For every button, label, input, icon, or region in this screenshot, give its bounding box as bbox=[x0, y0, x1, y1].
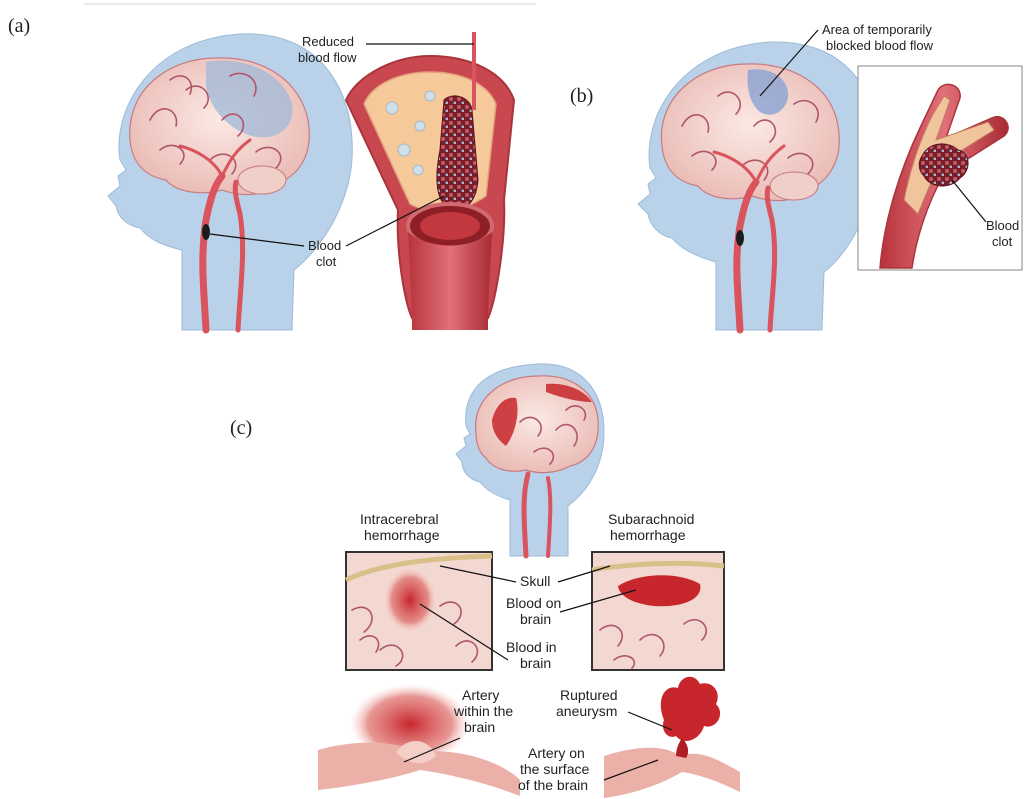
panel-a-vessel-cutaway bbox=[346, 56, 514, 330]
panel-c-blood-in-brain bbox=[384, 568, 436, 632]
panel-c-subarachnoid-inset bbox=[592, 552, 724, 670]
panel-a-label-clot-1: Blood bbox=[308, 238, 341, 253]
panel-c-label-bob-2: brain bbox=[520, 611, 551, 627]
panel-c-label-bib-2: brain bbox=[520, 655, 551, 671]
panel-c-label-ruptured-1: Ruptured bbox=[560, 687, 618, 703]
panel-b-label-area-1: Area of temporarily bbox=[822, 22, 932, 37]
panel-c-label-artery-within-1: Artery bbox=[462, 687, 499, 703]
panel-c-label-bib-1: Blood in bbox=[506, 639, 557, 655]
panel-c-label-ruptured-2: aneurysm bbox=[556, 703, 617, 719]
panel-c-label-intra-2: hemorrhage bbox=[364, 527, 440, 543]
panel-c-ruptured-aneurysm-group bbox=[604, 677, 740, 798]
panel-a-label-reduced-1: Reduced bbox=[302, 34, 354, 49]
panel-a-cerebellum bbox=[238, 166, 286, 194]
panel-a-label-reduced-2: blood flow bbox=[298, 50, 357, 65]
panel-a-label-clot-2: clot bbox=[316, 254, 337, 269]
panel-b: (b) Area of temporarily blocked blood fl… bbox=[570, 22, 1022, 330]
panel-c-label-bob-1: Blood on bbox=[506, 595, 561, 611]
panel-c-label-artery-within-2: within the bbox=[453, 703, 513, 719]
panel-a-letter: (a) bbox=[8, 15, 30, 37]
panel-b-neck-clot bbox=[736, 230, 744, 246]
panel-c-label-artery-on-2: the surface bbox=[520, 761, 589, 777]
panel-c-letter: (c) bbox=[230, 417, 252, 439]
panel-a: (a) bbox=[8, 15, 514, 330]
panel-a-neck-clot bbox=[202, 224, 210, 240]
panel-c: (c) Intracerebral h bbox=[230, 364, 740, 798]
panel-c-label-artery-on-1: Artery on bbox=[528, 745, 585, 761]
panel-b-cerebellum bbox=[770, 172, 818, 200]
panel-b-letter: (b) bbox=[570, 85, 593, 107]
panel-c-label-artery-on-3: of the brain bbox=[518, 777, 588, 793]
panel-c-label-skull: Skull bbox=[520, 573, 550, 589]
panel-c-label-sub-2: hemorrhage bbox=[610, 527, 686, 543]
panel-c-label-artery-within-3: brain bbox=[464, 719, 495, 735]
panel-b-label-clot-2: clot bbox=[992, 234, 1013, 249]
panel-c-ruptured-aneurysm bbox=[661, 677, 720, 741]
panel-c-label-intra-1: Intracerebral bbox=[360, 511, 439, 527]
panel-c-label-sub-1: Subarachnoid bbox=[608, 511, 694, 527]
panel-b-label-area-2: blocked blood flow bbox=[826, 38, 934, 53]
panel-b-label-clot-1: Blood bbox=[986, 218, 1019, 233]
panel-a-blood-clot bbox=[437, 96, 478, 210]
